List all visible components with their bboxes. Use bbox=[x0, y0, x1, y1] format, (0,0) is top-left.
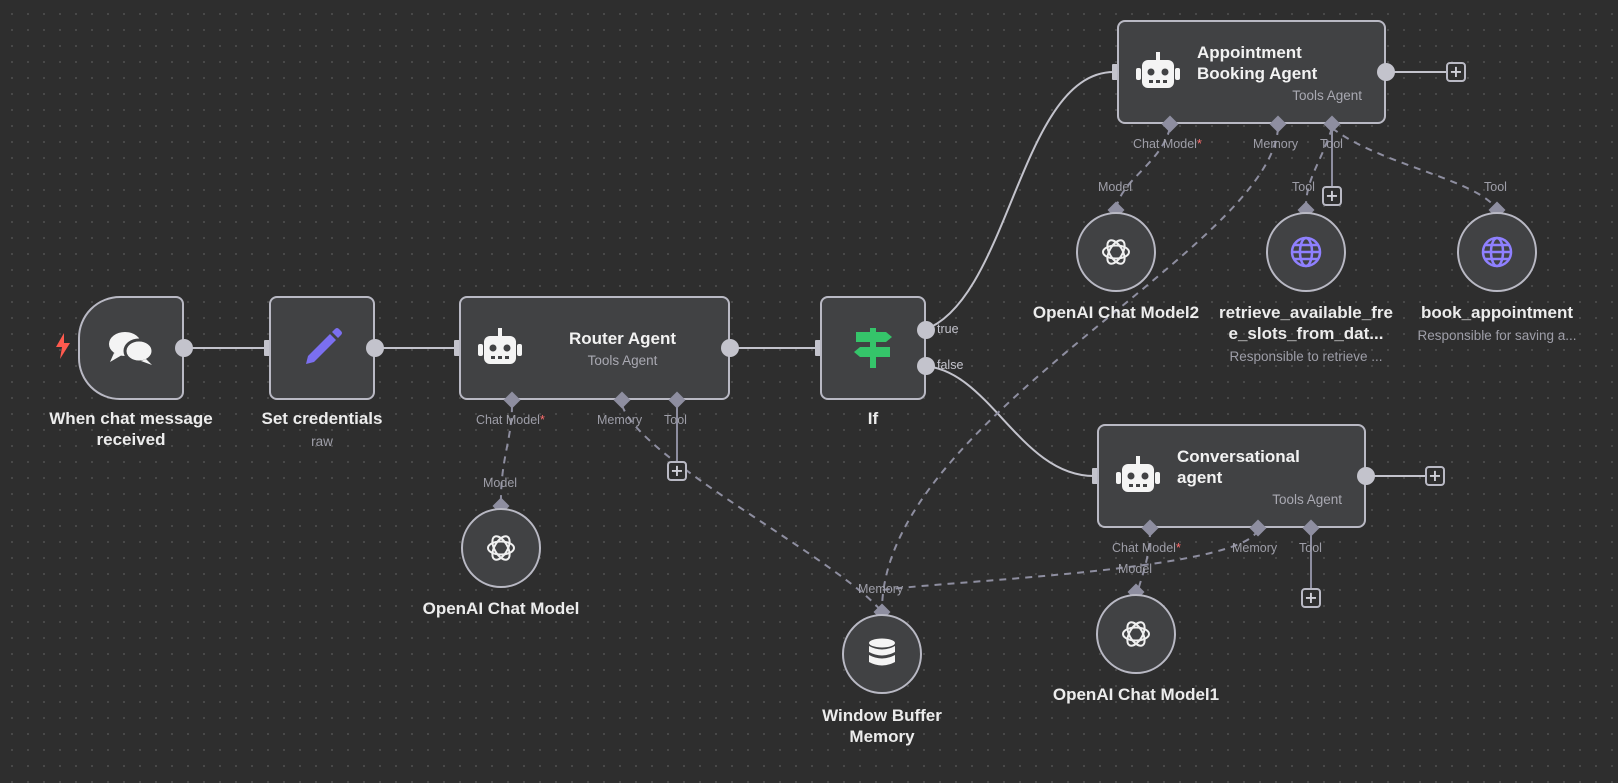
trigger-bolt-icon bbox=[56, 333, 70, 359]
if-label: If bbox=[867, 409, 879, 428]
node-if[interactable] bbox=[820, 296, 926, 400]
if-false-port[interactable] bbox=[917, 357, 935, 375]
set-credentials-label: Set credentials bbox=[261, 409, 383, 428]
wire-if-false-to-conversational bbox=[923, 365, 1095, 477]
appointment-agent-subtitle: Tools Agent bbox=[1292, 87, 1362, 103]
conversational-add-tool-button[interactable]: + bbox=[1301, 588, 1321, 608]
wire-if-true-to-appointment bbox=[923, 71, 1115, 331]
node-router-agent[interactable]: Router Agent Tools Agent bbox=[459, 296, 730, 400]
retrieve-tool-label: retrieve_available_free_slots_from_dat..… bbox=[1219, 303, 1393, 343]
appointment-memory-label: Memory bbox=[1253, 137, 1299, 151]
appointment-tool-label: Tool bbox=[1320, 137, 1343, 151]
conversational-add-next-button[interactable]: + bbox=[1425, 466, 1445, 486]
chat-trigger-label: When chat message received bbox=[49, 409, 213, 449]
conversational-agent-title: Conversational agent bbox=[1177, 446, 1300, 487]
globe-icon bbox=[1290, 236, 1322, 268]
dash-appointment-tool-book bbox=[1331, 127, 1498, 211]
openai-model1-port-label: Model bbox=[1118, 562, 1153, 576]
openai-chat-model2-label: OpenAI Chat Model2 bbox=[1032, 303, 1200, 322]
openai-icon bbox=[487, 535, 515, 561]
node-openai-chat-model[interactable] bbox=[461, 508, 541, 588]
router-output-port[interactable] bbox=[721, 339, 739, 357]
book-tool-port-label: Tool bbox=[1484, 180, 1507, 194]
node-conversational-agent[interactable]: Conversational agent Tools Agent bbox=[1097, 424, 1366, 528]
trigger-output-port[interactable] bbox=[175, 339, 193, 357]
node-retrieve-tool[interactable] bbox=[1266, 212, 1346, 292]
node-openai-chat-model2[interactable] bbox=[1076, 212, 1156, 292]
node-set-credentials[interactable] bbox=[269, 296, 375, 400]
dash-conv-memory bbox=[881, 529, 1259, 591]
router-agent-title: Router Agent bbox=[568, 329, 677, 348]
conversational-agent-subtitle: Tools Agent bbox=[1272, 491, 1342, 507]
chat-bubbles-icon bbox=[108, 329, 154, 367]
node-book-tool[interactable] bbox=[1457, 212, 1537, 292]
book-tool-label: book_appointment bbox=[1420, 303, 1574, 322]
book-tool-subtitle: Responsible for saving a... bbox=[1417, 328, 1577, 343]
openai-icon bbox=[1122, 621, 1150, 647]
if-false-label: false bbox=[937, 358, 964, 372]
robot-icon bbox=[1099, 456, 1177, 496]
window-buffer-memory-label: Window Buffer Memory bbox=[822, 706, 942, 746]
conversational-input-port[interactable] bbox=[1092, 468, 1100, 484]
dash-router-memory bbox=[621, 404, 883, 613]
memory-port-label: Memory bbox=[858, 582, 904, 596]
dash-appointment-chatmodel bbox=[1115, 127, 1171, 211]
signpost-icon bbox=[851, 326, 895, 370]
if-input-port[interactable] bbox=[815, 340, 823, 356]
retrieve-tool-port-label: Tool bbox=[1292, 180, 1315, 194]
set-credentials-subtitle: raw bbox=[311, 434, 333, 449]
openai-model2-port-label: Model bbox=[1098, 180, 1133, 194]
dash-appointment-tool-retrieve bbox=[1304, 127, 1333, 211]
set-output-port[interactable] bbox=[366, 339, 384, 357]
router-chatmodel-label: Chat Model* bbox=[476, 413, 545, 427]
pencil-icon bbox=[300, 326, 344, 370]
node-openai-chat-model1[interactable] bbox=[1096, 594, 1176, 674]
node-chat-trigger[interactable] bbox=[78, 296, 184, 400]
dash-appointment-memory bbox=[880, 127, 1279, 613]
openai-chat-model1-label: OpenAI Chat Model1 bbox=[1052, 685, 1220, 704]
conversational-memory-label: Memory bbox=[1232, 541, 1278, 555]
database-icon bbox=[869, 638, 895, 666]
appointment-add-next-button[interactable]: + bbox=[1446, 62, 1466, 82]
appointment-output-port[interactable] bbox=[1377, 63, 1395, 81]
node-appointment-agent[interactable]: Appointment Booking Agent Tools Agent bbox=[1117, 20, 1386, 124]
if-true-port[interactable] bbox=[917, 321, 935, 339]
router-tool-label: Tool bbox=[664, 413, 687, 427]
appointment-chatmodel-label: Chat Model* bbox=[1133, 137, 1202, 151]
robot-icon bbox=[1119, 52, 1197, 92]
globe-icon bbox=[1481, 236, 1513, 268]
node-window-buffer-memory[interactable] bbox=[842, 614, 922, 694]
openai-model-port-label: Model bbox=[483, 476, 518, 490]
appointment-add-tool-button[interactable]: + bbox=[1322, 186, 1342, 206]
if-true-label: true bbox=[937, 322, 959, 336]
openai-chat-model-label: OpenAI Chat Model bbox=[422, 599, 580, 618]
router-input-port[interactable] bbox=[454, 340, 462, 356]
router-memory-label: Memory bbox=[597, 413, 643, 427]
conversational-output-port[interactable] bbox=[1357, 467, 1375, 485]
set-input-port[interactable] bbox=[264, 340, 272, 356]
conversational-chatmodel-label: Chat Model* bbox=[1112, 541, 1181, 555]
robot-icon bbox=[461, 328, 539, 368]
conversational-tool-label: Tool bbox=[1299, 541, 1322, 555]
retrieve-tool-subtitle: Responsible to retrieve ... bbox=[1229, 349, 1383, 364]
router-add-tool-button[interactable]: + bbox=[667, 461, 687, 481]
appointment-agent-title: Appointment Booking Agent bbox=[1197, 42, 1318, 83]
openai-icon bbox=[1102, 239, 1130, 265]
router-agent-subtitle: Tools Agent bbox=[587, 353, 658, 368]
appointment-input-port[interactable] bbox=[1112, 64, 1120, 80]
